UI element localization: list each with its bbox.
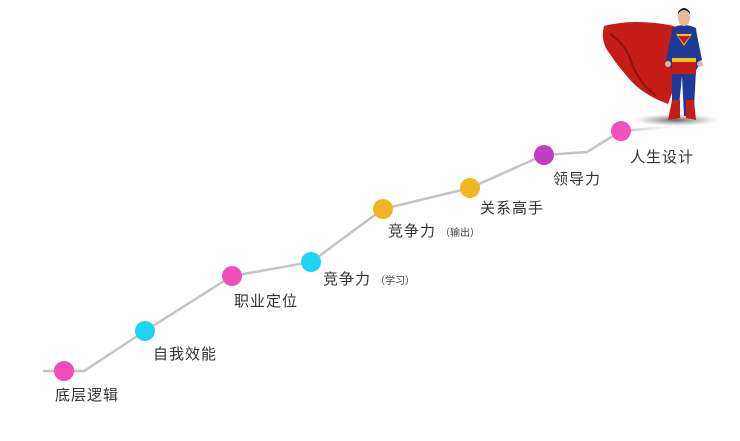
- step-label: 自我效能: [153, 343, 217, 364]
- step-node: [460, 178, 480, 198]
- step-label: 领导力: [553, 168, 601, 189]
- step-label: 底层逻辑: [55, 384, 119, 405]
- step-label-text: 竞争力: [388, 222, 437, 240]
- step-label-sub: （输出）: [440, 228, 481, 239]
- step-label-text: 人生设计: [630, 148, 695, 166]
- step-node: [611, 121, 631, 141]
- step-label: 竞争力（输出）: [388, 220, 480, 241]
- step-label-text: 职业定位: [234, 292, 299, 310]
- step-label: 关系高手: [480, 197, 544, 218]
- step-node: [373, 199, 393, 219]
- step-node: [54, 361, 74, 381]
- step-label-text: 自我效能: [153, 345, 218, 363]
- step-label: 职业定位: [234, 290, 298, 311]
- step-node: [301, 252, 321, 272]
- step-label-text: 领导力: [553, 170, 602, 188]
- step-label-sub: （学习）: [375, 276, 416, 287]
- step-label-text: 关系高手: [480, 199, 545, 217]
- step-node: [222, 266, 242, 286]
- step-label-text: 竞争力: [323, 270, 372, 288]
- superhero-icon: [602, 8, 716, 126]
- step-node: [534, 145, 554, 165]
- step-node: [135, 321, 155, 341]
- step-label-text: 底层逻辑: [55, 386, 120, 404]
- step-label: 人生设计: [630, 146, 694, 167]
- step-label: 竞争力（学习）: [323, 268, 415, 289]
